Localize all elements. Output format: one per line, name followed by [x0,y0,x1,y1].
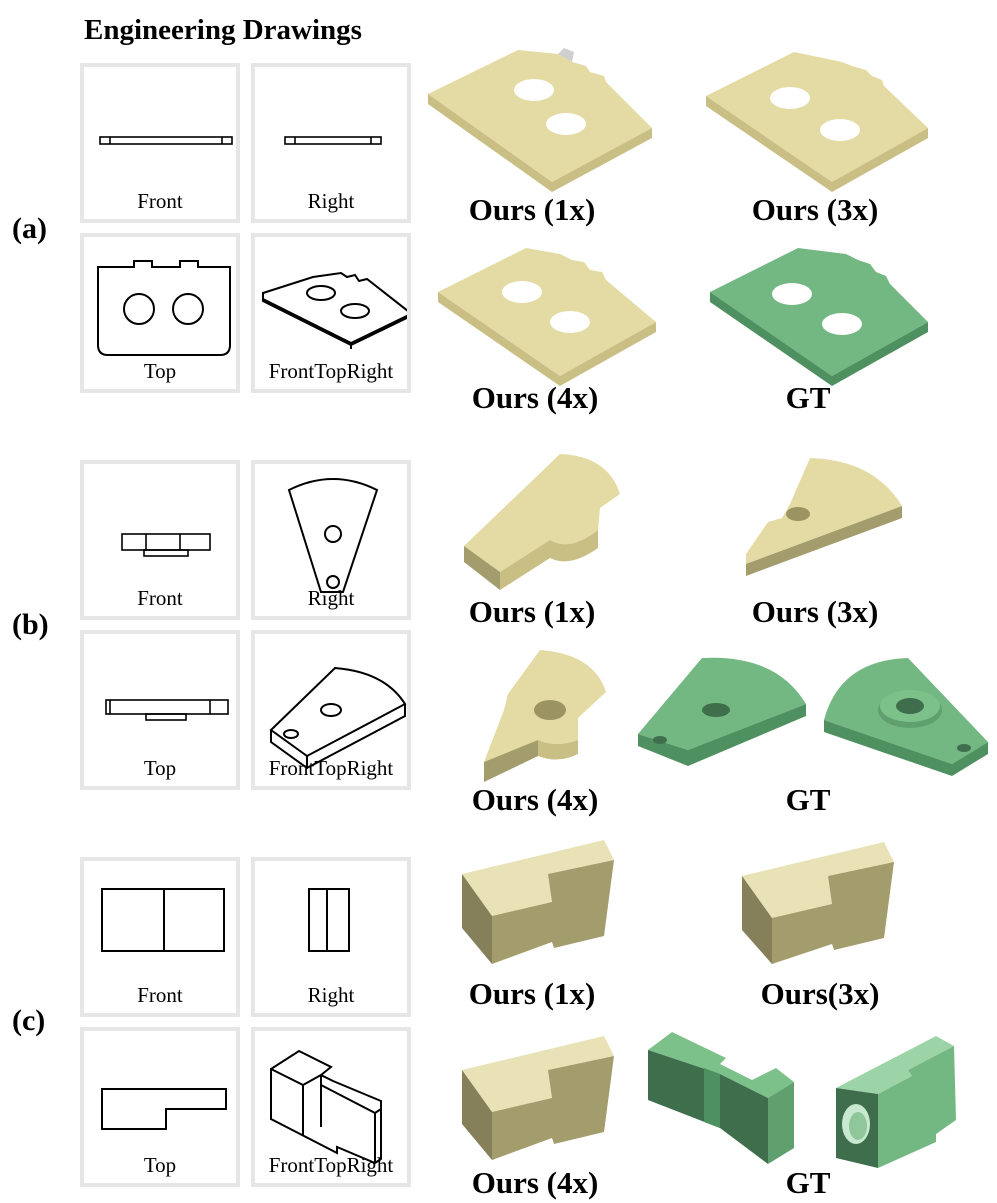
right-view-sketch [287,478,379,593]
row-label-c: (c) [12,1004,46,1037]
caption-a-ours-1x: Ours (1x) [468,192,596,227]
caption-a-ours-4x: Ours (4x) [471,380,599,415]
drawing-b-right: Right [251,460,411,620]
render-c-ours-1x [462,840,614,964]
view-label-top: Top [143,1153,177,1177]
right-view-sketch [308,888,350,952]
render-a-ground-truth [710,248,928,386]
drawing-c-right: Right [251,857,411,1017]
view-label-top: Top [143,756,177,780]
row-label-b: (b) [12,608,49,641]
isometric-view-sketch [270,1049,382,1165]
front-view-sketch [121,533,211,557]
isometric-view-sketch [262,271,407,349]
view-label-front: Front [137,586,183,610]
drawing-b-top: Top [80,630,240,790]
render-b-ours-4x [484,650,606,782]
drawing-a-iso: FrontTopRight [251,233,411,393]
view-label-front: Front [137,189,183,213]
figure-heading: Engineering Drawings [84,14,362,46]
render-a-ours-3x [706,52,928,192]
view-label-right: Right [307,983,355,1007]
view-label-top: Top [143,359,177,383]
render-c-ground-truth-right [836,1036,956,1168]
view-label-iso: FrontTopRight [268,1153,394,1177]
top-view-sketch [101,1088,227,1130]
caption-b-ours-4x: Ours (4x) [471,782,599,817]
drawing-c-front: Front [80,857,240,1017]
render-c-ours-4x [462,1036,614,1160]
drawing-a-front: Front [80,63,240,223]
drawing-c-iso: FrontTopRight [251,1027,411,1187]
caption-c-ours-3x: Ours(3x) [760,976,880,1011]
render-b-ours-1x [464,454,620,590]
caption-c-ours-1x: Ours (1x) [468,976,596,1011]
row-label-a: (a) [12,212,47,245]
view-label-right: Right [307,189,355,213]
drawing-b-iso: FrontTopRight [251,630,411,790]
caption-a-gt: GT [785,380,831,415]
top-view-sketch [97,260,231,356]
render-b-ours-3x [746,458,902,576]
right-view-sketch [284,136,382,145]
view-label-iso: FrontTopRight [268,756,394,780]
render-c-ground-truth-left [648,1032,794,1164]
render-b-ground-truth-front [638,657,806,766]
render-a-ours-4x [438,248,656,386]
render-c-ours-3x [742,842,894,964]
drawing-c-top: Top [80,1027,240,1187]
caption-b-ours-1x: Ours (1x) [468,594,596,629]
drawing-b-front: Front [80,460,240,620]
front-view-sketch [101,888,225,952]
drawing-a-right: Right [251,63,411,223]
caption-c-gt: GT [785,1165,831,1200]
front-view-sketch [99,136,233,145]
view-label-front: Front [137,983,183,1007]
caption-b-ours-3x: Ours (3x) [751,594,879,629]
render-b-ground-truth-back [824,658,988,776]
caption-c-ours-4x: Ours (4x) [471,1165,599,1200]
view-label-right: Right [307,586,355,610]
isometric-view-sketch [269,666,407,770]
top-view-sketch [105,699,229,721]
view-label-iso: FrontTopRight [268,359,394,383]
caption-b-gt: GT [785,782,831,817]
caption-a-ours-3x: Ours (3x) [751,192,879,227]
drawing-a-top: Top [80,233,240,393]
render-a-ours-1x [428,48,652,192]
